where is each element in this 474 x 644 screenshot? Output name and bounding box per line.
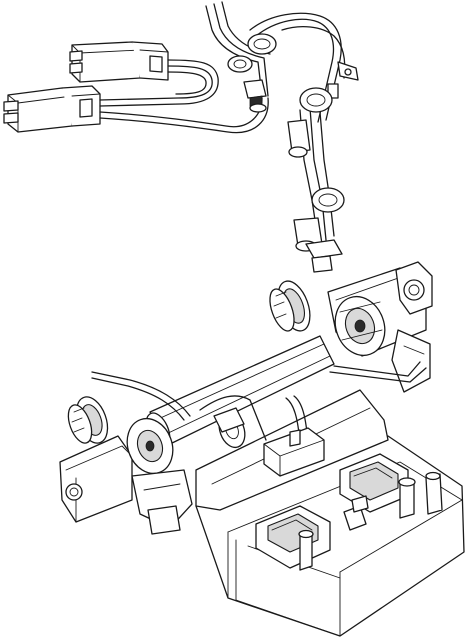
connector-plug-lower — [3, 85, 101, 133]
tray-post-2 — [398, 477, 416, 519]
wiring-harness — [3, 1, 359, 273]
filter-cup-right — [339, 453, 409, 513]
gear-motor-right — [269, 261, 433, 393]
gear-motor-left — [59, 396, 193, 535]
pump-assembly — [59, 261, 465, 637]
tray-post-3 — [343, 495, 369, 531]
grommet-ring-upper — [227, 33, 277, 73]
center-coupling — [213, 407, 246, 449]
tray-post-4 — [425, 471, 443, 515]
connector-plug-upper — [69, 41, 169, 83]
grommet-ring-middle — [287, 87, 333, 158]
grommet-ring-lower — [293, 187, 345, 273]
tray-post-1 — [298, 529, 314, 571]
sensor-connector-upper — [243, 79, 267, 113]
mounting-bracket — [327, 61, 359, 99]
control-module-box — [263, 427, 325, 477]
wire-bundle-left — [99, 59, 269, 134]
